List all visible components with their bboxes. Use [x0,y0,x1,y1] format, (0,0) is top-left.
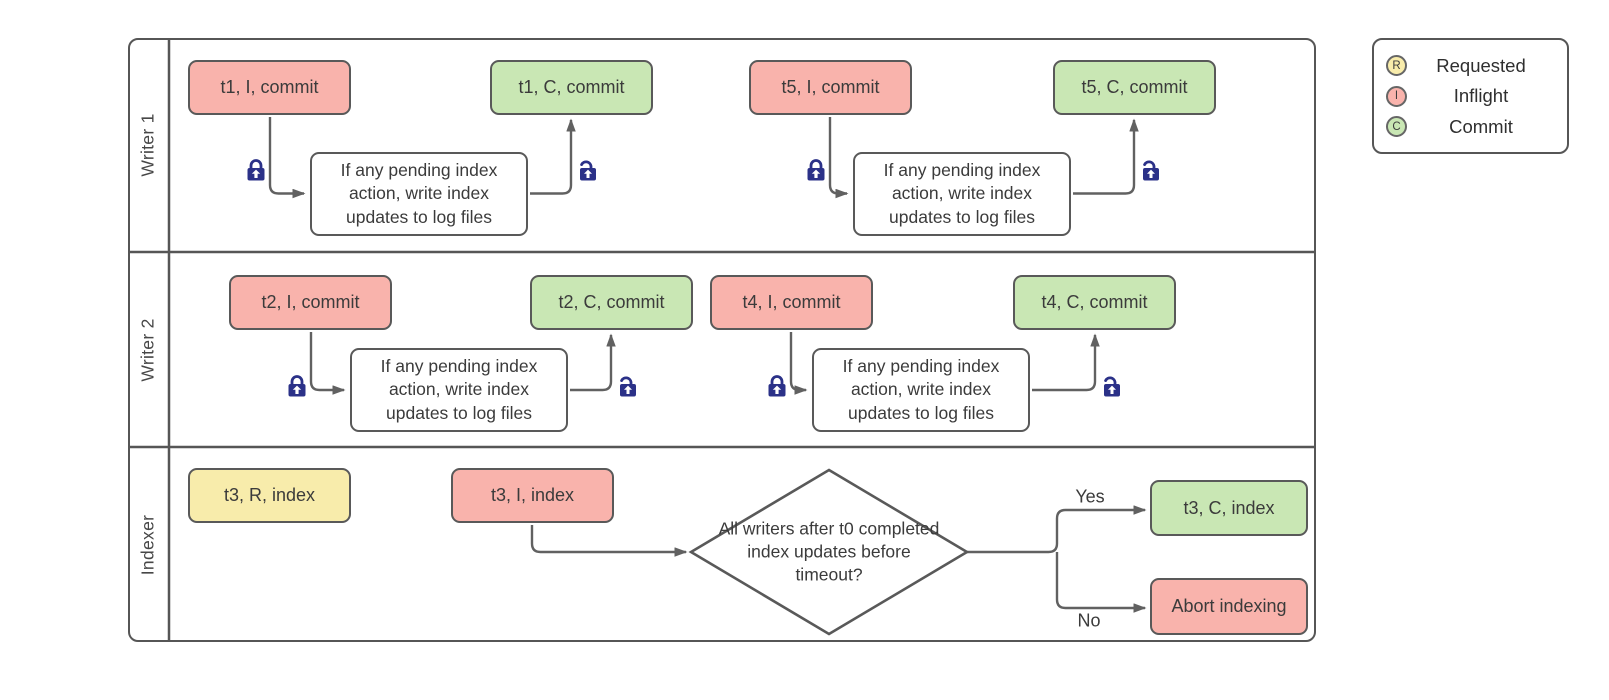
legend: R Requested I Inflight C Commit [1372,38,1569,154]
legend-item-commit: C Commit [1386,116,1555,138]
node-t1-commit: t1, C, commit [490,60,653,115]
node-t3-commit: t3, C, index [1150,480,1308,536]
node-t5-inflight: t5, I, commit [749,60,912,115]
note-writer1-b: If any pending index action, write index… [853,152,1071,236]
lock-closed-icon [768,375,786,397]
lock-closed-icon [288,375,306,397]
node-t4-inflight: t4, I, commit [710,275,873,330]
node-t1-inflight: t1, I, commit [188,60,351,115]
legend-label: Commit [1449,115,1513,137]
legend-label: Requested [1436,54,1526,76]
node-t2-inflight: t2, I, commit [229,275,392,330]
lock-closed-icon [807,159,825,181]
note-writer2-b: If any pending index action, write index… [812,348,1030,432]
lane-label-writer1: Writer 1 [137,113,158,177]
lock-open-icon [620,376,636,397]
inflight-swatch-icon: I [1386,85,1407,107]
lane-label-indexer: Indexer [137,514,158,576]
commit-swatch-icon: C [1386,116,1407,137]
note-writer2-a: If any pending index action, write index… [350,348,568,432]
node-abort-indexing: Abort indexing [1150,578,1308,635]
node-t2-commit: t2, C, commit [530,275,693,330]
node-t4-commit: t4, C, commit [1013,275,1176,330]
node-t5-commit: t5, C, commit [1053,60,1216,115]
node-t3-requested: t3, R, index [188,468,351,523]
decision-label: All writers after t0 completed index upd… [718,518,940,585]
lock-open-icon [580,160,596,181]
legend-item-inflight: I Inflight [1386,85,1555,107]
swimlane-frame [128,38,1316,642]
lock-open-icon [1104,376,1120,397]
node-t3-inflight: t3, I, index [451,468,614,523]
legend-label: Inflight [1453,85,1509,106]
lane-label-writer2: Writer 2 [137,318,158,382]
edge-label-no: No [1077,610,1101,631]
lock-closed-icon [247,159,265,181]
note-writer1-a: If any pending index action, write index… [310,152,528,236]
legend-item-requested: R Requested [1386,55,1555,77]
lock-open-icon [1143,160,1159,181]
requested-swatch-icon: R [1386,55,1407,76]
edge-label-yes: Yes [1075,486,1105,507]
